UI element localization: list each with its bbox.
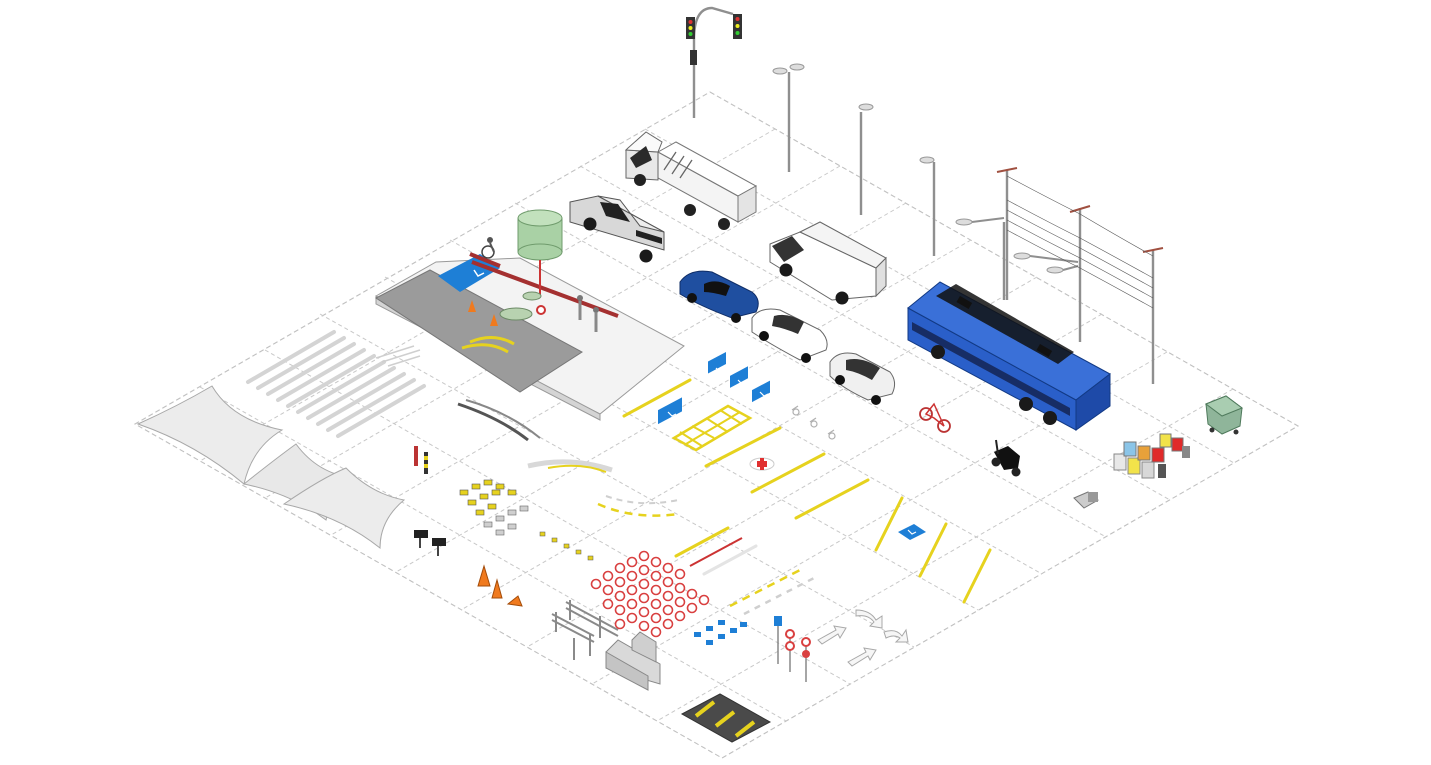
traffic-light-icon: [686, 6, 742, 118]
bench-icon: [414, 530, 446, 556]
security-camera-icon: [1073, 491, 1099, 509]
delivery-truck-icon: [624, 131, 758, 230]
speed-bump-icon: [680, 693, 772, 743]
curved-curb-icon: [457, 399, 679, 517]
plaza-block: [375, 209, 685, 421]
bicycle-icon: [919, 402, 951, 433]
sign-post-icon: [774, 616, 811, 682]
crosswalk-icon: [246, 330, 426, 438]
restriction-sign-icon: [590, 550, 710, 638]
road-arrow-icon: [817, 609, 909, 667]
sedan-icon: [751, 308, 828, 363]
sports-car-icon: [679, 270, 759, 323]
wheelchair-icon: [791, 405, 836, 440]
info-sign-icon: [694, 620, 747, 645]
van-icon: [769, 221, 887, 305]
tactile-paving-icon: [459, 479, 529, 536]
scooter-icon: [991, 439, 1021, 477]
wheelchair-user-icon: [481, 237, 495, 259]
accessibility-sign-icon: [658, 351, 926, 540]
recycling-bins-icon: [1113, 433, 1190, 479]
parking-block-icon: [539, 531, 594, 561]
grid-border: [133, 91, 1300, 759]
street-lamp-icon: [772, 63, 1079, 300]
pedestrian-icon: [577, 295, 599, 332]
jersey-barrier-icon: [605, 631, 661, 691]
waste-container-icon: [1204, 395, 1244, 435]
first-aid-cross-icon: [749, 457, 775, 471]
utility-pole-icon: [996, 167, 1164, 384]
water-tank-icon: [517, 209, 563, 296]
traffic-cone-icon: [477, 564, 523, 607]
parking-markings: [622, 378, 992, 616]
bus-icon: [907, 281, 1111, 431]
guardrail-icon: [551, 600, 619, 660]
pickup-truck-icon: [569, 195, 665, 263]
wheelchair-icon: [438, 254, 500, 292]
hatchback-icon: [829, 352, 896, 405]
shade-sail-icon: [136, 385, 406, 550]
bollard-icon: [414, 446, 428, 474]
